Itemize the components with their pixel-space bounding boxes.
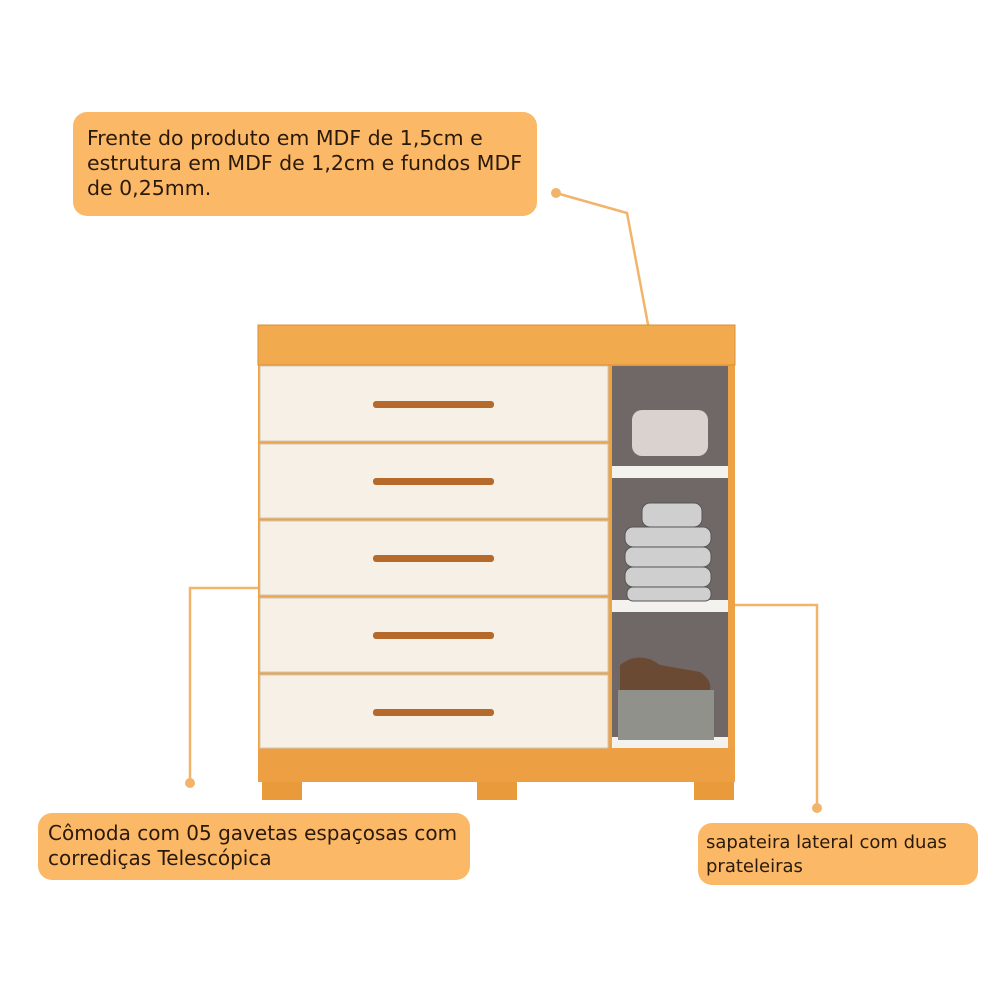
callout-text: sapateira lateral com duas prateleiras (706, 832, 947, 877)
leader-line-drawers (188, 586, 283, 783)
drawer-handle (373, 632, 494, 639)
shelf (612, 466, 728, 478)
drawer-handle (373, 555, 494, 562)
callout-drawers: Cômoda com 05 gavetas espaçosas com corr… (38, 813, 470, 880)
leader-dot (812, 803, 822, 813)
shelf (612, 600, 728, 612)
shoe-box (618, 690, 714, 740)
bag (632, 410, 708, 456)
drawer-handle (373, 401, 494, 408)
leader-line-materials (555, 191, 652, 336)
drawer-handle (373, 478, 494, 485)
leader-dot (551, 188, 561, 198)
top-panel (257, 324, 736, 366)
callout-materials: Frente do produto em MDF de 1,5cm e estr… (73, 112, 537, 216)
callout-text: Frente do produto em MDF de 1,5cm e estr… (87, 126, 523, 200)
foot (694, 780, 734, 800)
leader-lines (188, 191, 819, 808)
leader-dot (185, 778, 195, 788)
folded-clothes (624, 502, 712, 602)
callout-shoe-rack: sapateira lateral com duas prateleiras (698, 823, 978, 885)
foot (477, 780, 517, 800)
foot (262, 780, 302, 800)
leader-line-shoe-rack (730, 603, 819, 808)
base-panel (258, 748, 735, 782)
drawer-handle (373, 709, 494, 716)
drawers (259, 365, 609, 749)
shoe (620, 657, 711, 690)
callout-text: Cômoda com 05 gavetas espaçosas com corr… (48, 821, 458, 870)
shelf (612, 737, 728, 748)
